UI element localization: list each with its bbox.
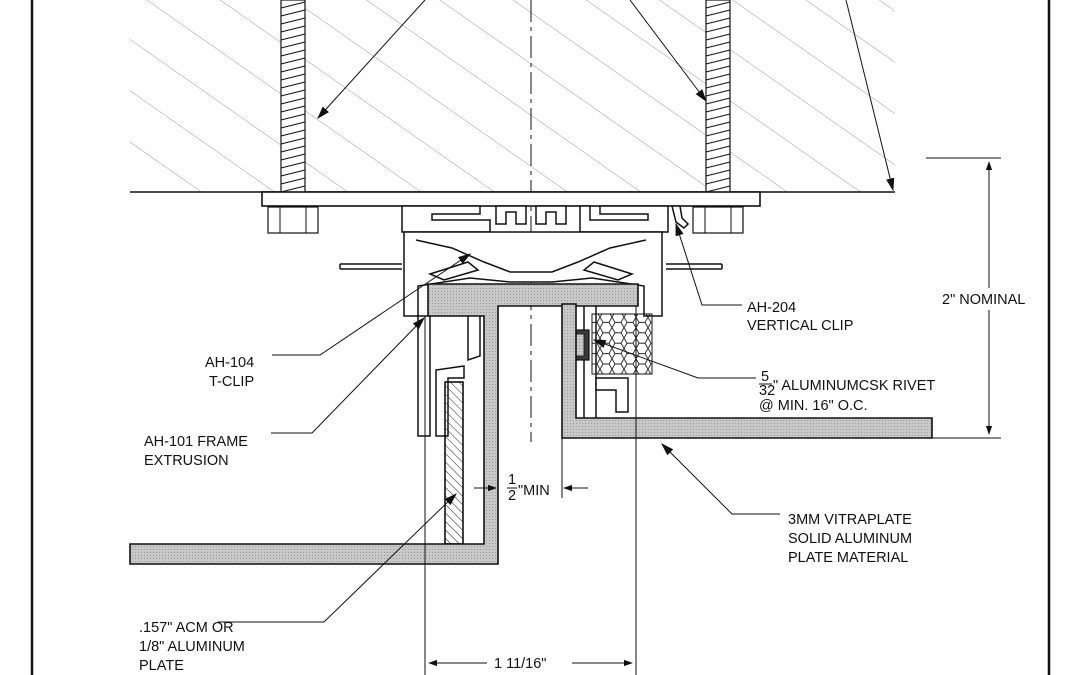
label-3mm-line1: 3MM VITRAPLATE bbox=[788, 512, 912, 528]
screw-left bbox=[267, 0, 319, 234]
label-rivet: 5 32 " ALUMINUMCSK RIVET @ MIN. 16" O.C. bbox=[759, 369, 935, 414]
label-ah101-line2: EXTRUSION bbox=[144, 453, 229, 469]
screw-right bbox=[692, 0, 744, 234]
left-panel-3mm bbox=[129, 283, 639, 565]
leader-lines bbox=[218, 0, 895, 623]
label-2-nominal: 2" NOMINAL bbox=[942, 292, 1025, 308]
label-ah104-line1: AH-104 bbox=[205, 355, 254, 371]
dimension-half-min bbox=[474, 438, 588, 498]
label-acm-line1: .157" ACM OR bbox=[139, 620, 234, 636]
label-ah204-line2: VERTICAL CLIP bbox=[747, 318, 853, 334]
svg-text:@ MIN. 16" O.C.: @ MIN. 16" O.C. bbox=[759, 398, 868, 414]
dimension-1-11-16 bbox=[424, 306, 637, 675]
label-ah101-line1: AH-101 FRAME bbox=[144, 434, 248, 450]
label-half-min: 1 2 "MIN bbox=[507, 472, 550, 504]
svg-text:1: 1 bbox=[508, 472, 516, 488]
svg-text:"MIN: "MIN bbox=[518, 483, 550, 499]
label-3mm-line2: SOLID ALUMINUM bbox=[788, 531, 912, 547]
label-3mm-line3: PLATE MATERIAL bbox=[788, 550, 908, 566]
label-ah204-line1: AH-204 bbox=[747, 300, 796, 316]
svg-text:2: 2 bbox=[508, 488, 516, 504]
label-1-11-16: 1 11/16" bbox=[494, 656, 546, 672]
label-ah104-line2: T-CLIP bbox=[209, 374, 254, 390]
drawing-border bbox=[30, 0, 1051, 675]
acm-plate bbox=[444, 381, 464, 545]
wall-substrate bbox=[130, 0, 895, 193]
vertical-clip-extrusion bbox=[401, 205, 690, 233]
honeycomb-core bbox=[591, 313, 653, 375]
svg-text:5: 5 bbox=[761, 369, 769, 385]
svg-text:" ALUMINUMCSK RIVET: " ALUMINUMCSK RIVET bbox=[773, 378, 935, 394]
svg-text:32: 32 bbox=[759, 383, 775, 399]
label-acm-line3: PLATE bbox=[139, 658, 184, 674]
label-acm-line2: 1/8" ALUMINUM bbox=[139, 639, 245, 655]
mounting-plate bbox=[261, 191, 761, 207]
